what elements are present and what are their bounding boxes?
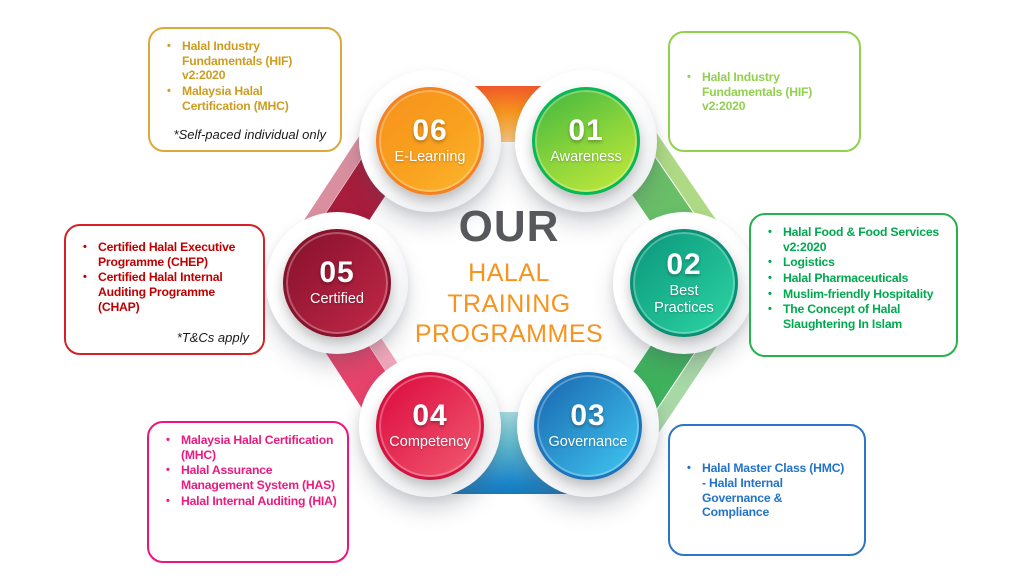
node-05-certified: 05 Certified [266,212,408,354]
node-disc: 01 Awareness [532,87,640,195]
node-disc: 05 Certified [283,229,391,337]
callout-best-practices-list: Halal Food & Food Services v2:2020Logist… [763,224,946,332]
callout-certified-footnote: *T&Cs apply [176,330,249,345]
node-label: Best Practices [654,283,714,316]
callout-best-practices: Halal Food & Food Services v2:2020Logist… [749,213,958,357]
node-number: 02 [666,248,702,282]
node-03-governance: 03 Governance [517,355,659,497]
title-halal: HALAL [468,259,550,287]
bullet-item: Muslim-friendly Hospitality [763,287,946,302]
node-disc: 02 Best Practices [630,229,738,337]
node-label: Awareness [550,149,622,166]
callout-elearning: Halal Industry Fundamentals (HIF) v2:202… [148,27,342,152]
node-number: 05 [319,256,355,290]
node-06-elearning: 06 E-Learning [359,70,501,212]
bullet-item: Certified Halal Internal Auditing Progra… [78,270,253,314]
bullet-item: Logistics [763,255,946,270]
callout-governance: Halal Master Class (HMC) - Halal Interna… [668,424,866,556]
callout-competency-list: Malaysia Halal Certification (MHC)Halal … [161,432,337,509]
callout-certified: Certified Halal Executive Programme (CHE… [64,224,265,355]
bullet-item: Halal Food & Food Services v2:2020 [763,225,946,254]
node-label: Competency [389,434,471,451]
diagram-title: OUR HALAL TRAINING PROGRAMMES [394,205,624,350]
bullet-item: Halal Assurance Management System (HAS) [161,463,337,492]
bullet-item: Halal Industry Fundamentals (HIF) v2:202… [162,39,330,83]
callout-certified-list: Certified Halal Executive Programme (CHE… [78,239,253,315]
bullet-item: Halal Industry Fundamentals (HIF) v2:202… [682,70,849,114]
node-disc: 03 Governance [534,372,642,480]
callout-awareness: Halal Industry Fundamentals (HIF) v2:202… [668,31,861,152]
title-training: TRAINING [447,289,571,318]
node-label: Governance [548,434,628,451]
node-02-best-practices: 02 Best Practices [613,212,755,354]
callout-competency: Malaysia Halal Certification (MHC)Halal … [147,421,349,563]
bullet-item: Halal Pharmaceuticals [763,271,946,286]
callout-elearning-footnote: *Self-paced individual only [173,127,326,142]
node-label: E-Learning [394,149,466,166]
node-number: 03 [570,399,606,433]
callout-awareness-list: Halal Industry Fundamentals (HIF) v2:202… [682,69,849,115]
title-our: OUR [458,202,560,251]
node-04-competency: 04 Competency [359,355,501,497]
bullet-item: Malaysia Halal Certification (MHC) [161,433,337,462]
bullet-item: The Concept of Halal Slaughtering In Isl… [763,302,946,331]
callout-elearning-list: Halal Industry Fundamentals (HIF) v2:202… [162,38,330,114]
bullet-item: Malaysia Halal Certification (MHC) [162,84,330,113]
node-label: Certified [310,291,364,308]
node-01-awareness: 01 Awareness [515,70,657,212]
title-programmes: PROGRAMMES [414,320,604,348]
bullet-item: Halal Master Class (HMC) - Halal Interna… [682,461,846,520]
bullet-item: Certified Halal Executive Programme (CHE… [78,240,253,269]
callout-governance-list: Halal Master Class (HMC) - Halal Interna… [682,460,846,521]
node-number: 06 [412,114,448,148]
node-disc: 06 E-Learning [376,87,484,195]
node-number: 01 [568,114,604,148]
bullet-item: Halal Internal Auditing (HIA) [161,494,337,509]
node-number: 04 [412,399,448,433]
node-disc: 04 Competency [376,372,484,480]
